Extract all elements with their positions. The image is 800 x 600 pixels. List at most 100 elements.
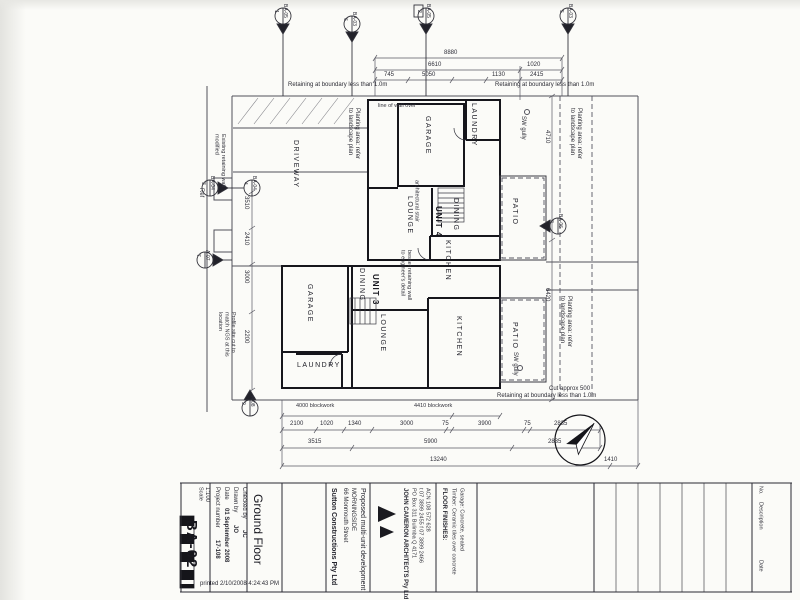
dim-label: 2835: [548, 439, 562, 445]
door-swings: [329, 127, 467, 367]
dim-label: 1130: [492, 72, 505, 78]
room-label-garage-unit4: GARAGE: [424, 116, 431, 155]
dim-label: 3900: [478, 421, 492, 427]
dim-label: 2200: [243, 330, 249, 344]
unit4-label: UNIT 4: [434, 206, 443, 238]
note-planting-2: Planting area: refer to landscape plan: [568, 108, 582, 160]
room-label-laundry-unit3: LAUNDRY: [297, 362, 341, 369]
unit3-label: UNIT 3: [371, 274, 380, 306]
section-marker-icon: [274, 7, 292, 96]
note-wall-over: line of wall over: [378, 103, 416, 109]
room-label-dining-unit4: DINING: [452, 198, 459, 232]
dim-label: 6610: [428, 62, 442, 68]
note-existing-wall: Existing retaining wall modified: [213, 134, 226, 187]
marker-number: 8: [548, 220, 554, 223]
marker-number: 9: [240, 402, 246, 405]
room-label-kitchen-unit4: KITCHEN: [444, 240, 451, 282]
note-planting-3: Planting area: refer to landscape plan: [558, 296, 572, 348]
section-marker-icon: [243, 179, 261, 197]
stair-treads: [349, 187, 465, 325]
dim-label: 2100: [290, 421, 304, 427]
marker-ref: BA-06: [557, 214, 563, 228]
dim-label: 6420: [544, 288, 550, 302]
scan-shading-left: [0, 0, 26, 600]
dim-label: 2835: [554, 421, 568, 427]
revision-header-date: Date: [757, 560, 764, 572]
note-profile-cut: Profile site cut to match NGS at this lo…: [216, 312, 236, 357]
note-retaining-1: Retaining at boundary less than 1.0m: [288, 82, 388, 88]
dim-label: 5900: [424, 439, 438, 445]
field-label-date: Date: [223, 487, 229, 500]
room-label-patio-unit3: PATIO: [511, 322, 518, 350]
room-label-dining-unit3: DINING: [358, 268, 365, 302]
marker-number: 3: [200, 182, 206, 185]
revision-header-no: No.: [757, 486, 764, 495]
room-label-lounge-unit4: LOUNGE: [406, 196, 413, 235]
marker-number: 1: [273, 10, 279, 13]
calibration-bar: [179, 515, 195, 589]
dim-label: 4710: [544, 130, 550, 144]
marker-number: 5: [558, 10, 564, 13]
architect-logo-icon: [378, 506, 396, 538]
dim-label: 1020: [320, 421, 334, 427]
room-label-laundry-unit4: LAUNDRY: [470, 103, 477, 147]
field-value-date: 01 September 2008: [223, 508, 229, 563]
marker-ref: BA-05: [282, 4, 288, 18]
note-retaining-3: Retaining at boundary less than 1.0m: [497, 393, 597, 399]
note-cut-approx: Cut approx 500: [549, 386, 591, 392]
marker-number: 6: [342, 18, 348, 21]
building-walls: [281, 99, 501, 389]
section-markers: [196, 4, 577, 417]
finishes-line1: Timber: Ceramic tiles over concrete: [450, 488, 457, 575]
marker-ref: BA-05: [425, 4, 431, 18]
note-retaining-2: Retaining at boundary less than 1.0m: [495, 82, 595, 88]
project-title: Proposed multi-unit development: [359, 488, 366, 591]
dim-label: 3515: [308, 439, 322, 445]
marker-ref: A-07: [204, 250, 210, 261]
room-label-driveway: DRIVEWAY: [292, 140, 299, 189]
note-ref: Ref: [198, 188, 204, 198]
dim-label: 745: [384, 72, 395, 78]
finishes-title: FLOOR FINISHES:: [441, 488, 447, 541]
dim-label: 3000: [400, 421, 414, 427]
architect-address: PO Box 311 Bulimba Q 4171: [410, 488, 417, 559]
sheet-number: BA-02: [183, 520, 200, 569]
section-marker-icon: [539, 217, 567, 235]
note-blockwork-2: 4410 blockwork: [414, 403, 453, 409]
sheet-name: Ground Floor: [251, 494, 265, 565]
dim-label: 1020: [527, 62, 541, 68]
note-architectural-stair: architectural stair: [413, 180, 420, 222]
dim-label: 2415: [530, 72, 544, 78]
section-marker-icon: [343, 15, 361, 96]
finishes-line2: Garage: Concrete, sealed: [458, 488, 465, 551]
scale-value: 1:100: [204, 487, 210, 503]
titleblock-grid: [180, 482, 792, 593]
dim-label: 2410: [243, 232, 249, 246]
patio-slabs: [499, 175, 547, 383]
marker-ref: BA-04: [209, 176, 215, 190]
note-sw-gully-1: SW gully: [520, 116, 526, 140]
dim-label: 13240: [430, 457, 447, 463]
field-value-project-number: 17-108: [214, 540, 220, 559]
dim-label: 75: [442, 421, 449, 427]
revision-header-description: Description: [757, 502, 764, 530]
marker-ref: A-08: [249, 396, 255, 407]
marker-ref: BA-03: [567, 4, 573, 18]
section-marker-icon: [196, 251, 232, 269]
marker-ref: BA-03: [351, 12, 357, 26]
room-label-patio-unit4: PATIO: [511, 198, 518, 226]
section-marker-icon: [241, 389, 259, 417]
room-label-kitchen-unit3: KITCHEN: [455, 316, 462, 358]
marker-number: 2: [416, 10, 422, 13]
marker-number: 7: [195, 254, 201, 257]
scale-label: Scale: [197, 487, 204, 501]
field-value-checked-by: JC: [241, 530, 247, 538]
room-label-lounge-unit3: LOUNGE: [379, 314, 386, 353]
marker-number: 4: [242, 182, 248, 185]
room-label-garage-unit3: GARAGE: [306, 284, 313, 323]
scan-shading-top: [0, 0, 800, 10]
section-marker-icon: [413, 4, 435, 96]
north-arrow-icon: [554, 414, 606, 466]
field-label-checked-by: Checked by: [241, 487, 247, 519]
